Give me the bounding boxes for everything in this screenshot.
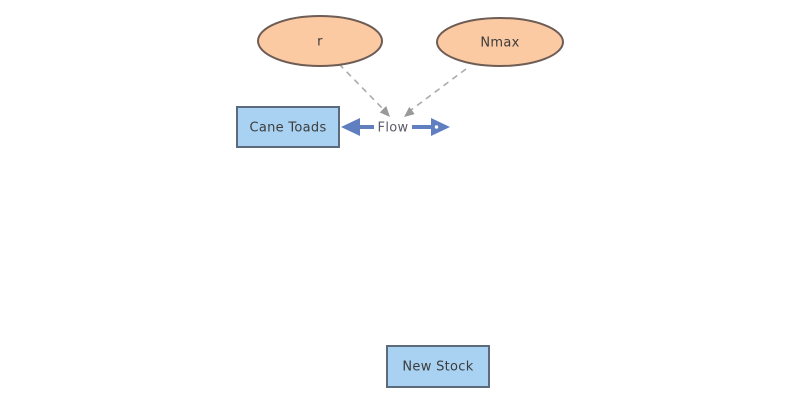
link-r-line[interactable]: [338, 63, 385, 111]
variable-nmax: Nmax: [436, 17, 564, 67]
stock-new-stock-shape[interactable]: [386, 345, 490, 388]
variable-r-shape[interactable]: [257, 15, 383, 67]
stock-cane-toads: Cane Toads: [236, 106, 340, 148]
variable-r-label: r: [317, 35, 323, 50]
stock-cane-toads-shape[interactable]: [236, 106, 340, 148]
link-nmax-to-flow: [404, 68, 467, 117]
stock-cane-toads-label: Cane Toads: [249, 121, 326, 136]
flow-arrow-right-head-icon[interactable]: [431, 118, 450, 136]
link-nmax-arrowhead-icon: [404, 106, 415, 117]
flow-label-bg: [374, 118, 412, 136]
stock-new-stock: New Stock: [386, 345, 490, 388]
variable-nmax-label: Nmax: [480, 36, 519, 51]
link-r-arrowhead-icon: [379, 106, 390, 117]
flow-label[interactable]: Flow: [378, 121, 409, 136]
link-r-to-flow: [338, 63, 390, 117]
flow-open-end-dot: [434, 125, 439, 129]
link-nmax-line[interactable]: [410, 68, 467, 111]
stock-new-stock-label: New Stock: [402, 360, 473, 375]
flow-arrow-left-head-icon[interactable]: [341, 118, 360, 136]
flow-element: Flow: [341, 118, 450, 136]
variable-nmax-shape[interactable]: [436, 17, 564, 67]
variable-r: r: [257, 15, 383, 67]
